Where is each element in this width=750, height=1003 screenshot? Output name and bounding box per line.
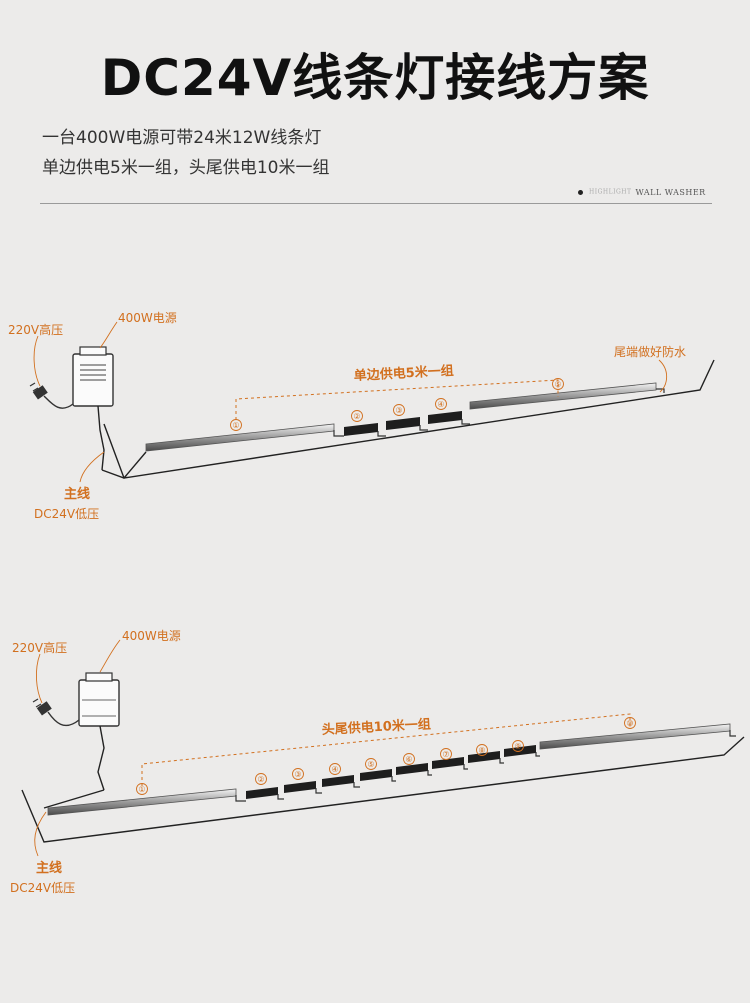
led-bar-5 [360, 769, 392, 781]
led-bar-8 [468, 751, 500, 763]
label-waterproof: 尾端做好防水 [614, 344, 686, 359]
led-bar-1 [145, 423, 335, 452]
group-bracket [235, 379, 559, 420]
tag-brand: WALL WASHER [635, 187, 706, 197]
num-1: ① [232, 421, 239, 430]
label-high-voltage: 220V高压 [8, 322, 63, 337]
label-low-voltage: DC24V低压 [10, 881, 75, 895]
plug-icon [32, 698, 52, 716]
label-high-voltage: 220V高压 [12, 640, 67, 655]
spec-line-2: 单边供电5米一组，头尾供电10米一组 [42, 158, 330, 178]
spec-line-1: 一台400W电源可带24米12W线条灯 [42, 128, 322, 148]
label-group: 单边供电5米一组 [353, 363, 454, 384]
label-low-voltage: DC24V低压 [34, 507, 99, 521]
group-numbers: ① ② ③ ④ ⑤ ⑥ ⑦ ⑧ ⑨ ⑩ [136, 717, 636, 795]
plug-icon [29, 382, 48, 400]
num-4: ④ [331, 765, 338, 774]
led-bar-6 [396, 763, 428, 775]
label-power-supply: 400W电源 [122, 629, 181, 643]
led-bar-3 [284, 781, 316, 793]
tag-highlight: HIGHLIGHT [589, 188, 632, 196]
num-7: ⑦ [442, 750, 449, 759]
num-2: ② [353, 412, 360, 421]
led-bar-5 [469, 382, 657, 410]
wall-outline [21, 736, 745, 843]
diagram-single-side: ① ② ③ ④ ⑤ 220V高压 400W电源 单边供电5米一组 尾端做好防水 … [8, 311, 715, 521]
led-bar-7 [432, 757, 464, 769]
bullet-dot [578, 189, 583, 195]
label-power-supply: 400W电源 [118, 311, 177, 325]
led-bar-10 [539, 723, 731, 750]
led-bar-3 [386, 417, 420, 430]
divider [40, 203, 712, 204]
num-9: ⑨ [514, 742, 521, 751]
num-6: ⑥ [405, 755, 412, 764]
led-bar-4 [322, 775, 354, 787]
label-main-line: 主线 [64, 486, 90, 502]
power-supply-box [78, 672, 120, 727]
num-4: ④ [437, 400, 444, 409]
group-numbers: ① ② ③ ④ ⑤ [230, 378, 564, 431]
page-title: DC24V线条灯接线方案 [100, 49, 650, 107]
num-1: ① [138, 785, 145, 794]
led-bar-2 [246, 787, 278, 799]
wall-outline [103, 359, 715, 479]
power-supply-box [72, 346, 114, 407]
label-group: 头尾供电10米一组 [321, 716, 431, 738]
num-3: ③ [395, 406, 402, 415]
led-bar-4 [428, 411, 462, 424]
led-bar-2 [344, 423, 378, 436]
num-10: ⑩ [626, 719, 633, 728]
num-5: ⑤ [367, 760, 374, 769]
num-2: ② [257, 775, 264, 784]
num-3: ③ [294, 770, 301, 779]
label-main-line: 主线 [36, 860, 62, 876]
num-8: ⑧ [478, 746, 485, 755]
num-5: ⑤ [554, 380, 561, 389]
diagram-both-ends: ① ② ③ ④ ⑤ ⑥ ⑦ ⑧ ⑨ ⑩ 220V高压 400W电源 [10, 629, 745, 895]
